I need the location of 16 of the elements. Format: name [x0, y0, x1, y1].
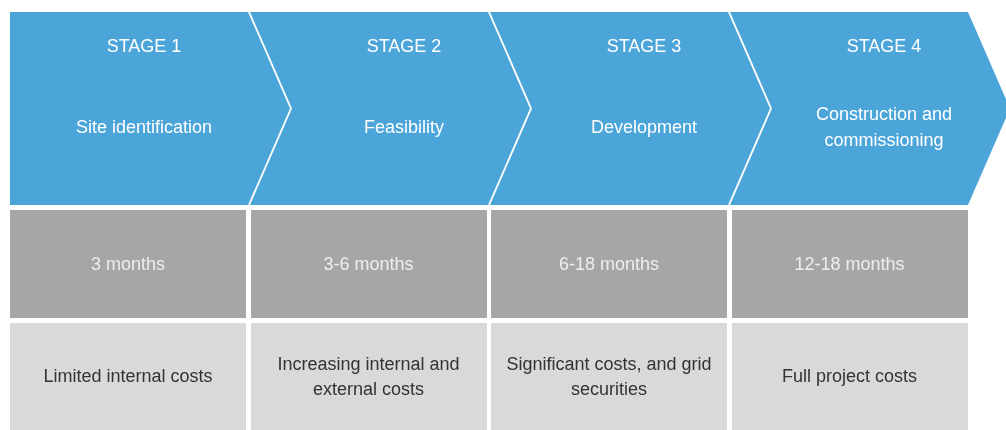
- stage-name: Development: [590, 116, 698, 139]
- stage-name: Feasibility: [364, 116, 444, 139]
- cost-cell: Increasing internal and external costs: [250, 323, 487, 430]
- duration-cell: 3 months: [10, 210, 246, 318]
- duration-cell: 6-18 months: [491, 210, 727, 318]
- stage-heading: STAGE 1: [105, 36, 183, 57]
- stage-name: Construction and commissioning: [814, 103, 954, 152]
- stage-heading: STAGE 4: [845, 36, 923, 57]
- cost-cell: Limited internal costs: [10, 323, 246, 430]
- duration-cell: 3-6 months: [250, 210, 487, 318]
- stage-name: Site identification: [75, 116, 213, 139]
- stage-heading: STAGE 2: [365, 36, 443, 57]
- duration-cell: 12-18 months: [731, 210, 968, 318]
- cost-cell: Full project costs: [731, 323, 968, 430]
- cost-cell: Significant costs, and grid securities: [491, 323, 727, 430]
- stage-heading: STAGE 3: [605, 36, 683, 57]
